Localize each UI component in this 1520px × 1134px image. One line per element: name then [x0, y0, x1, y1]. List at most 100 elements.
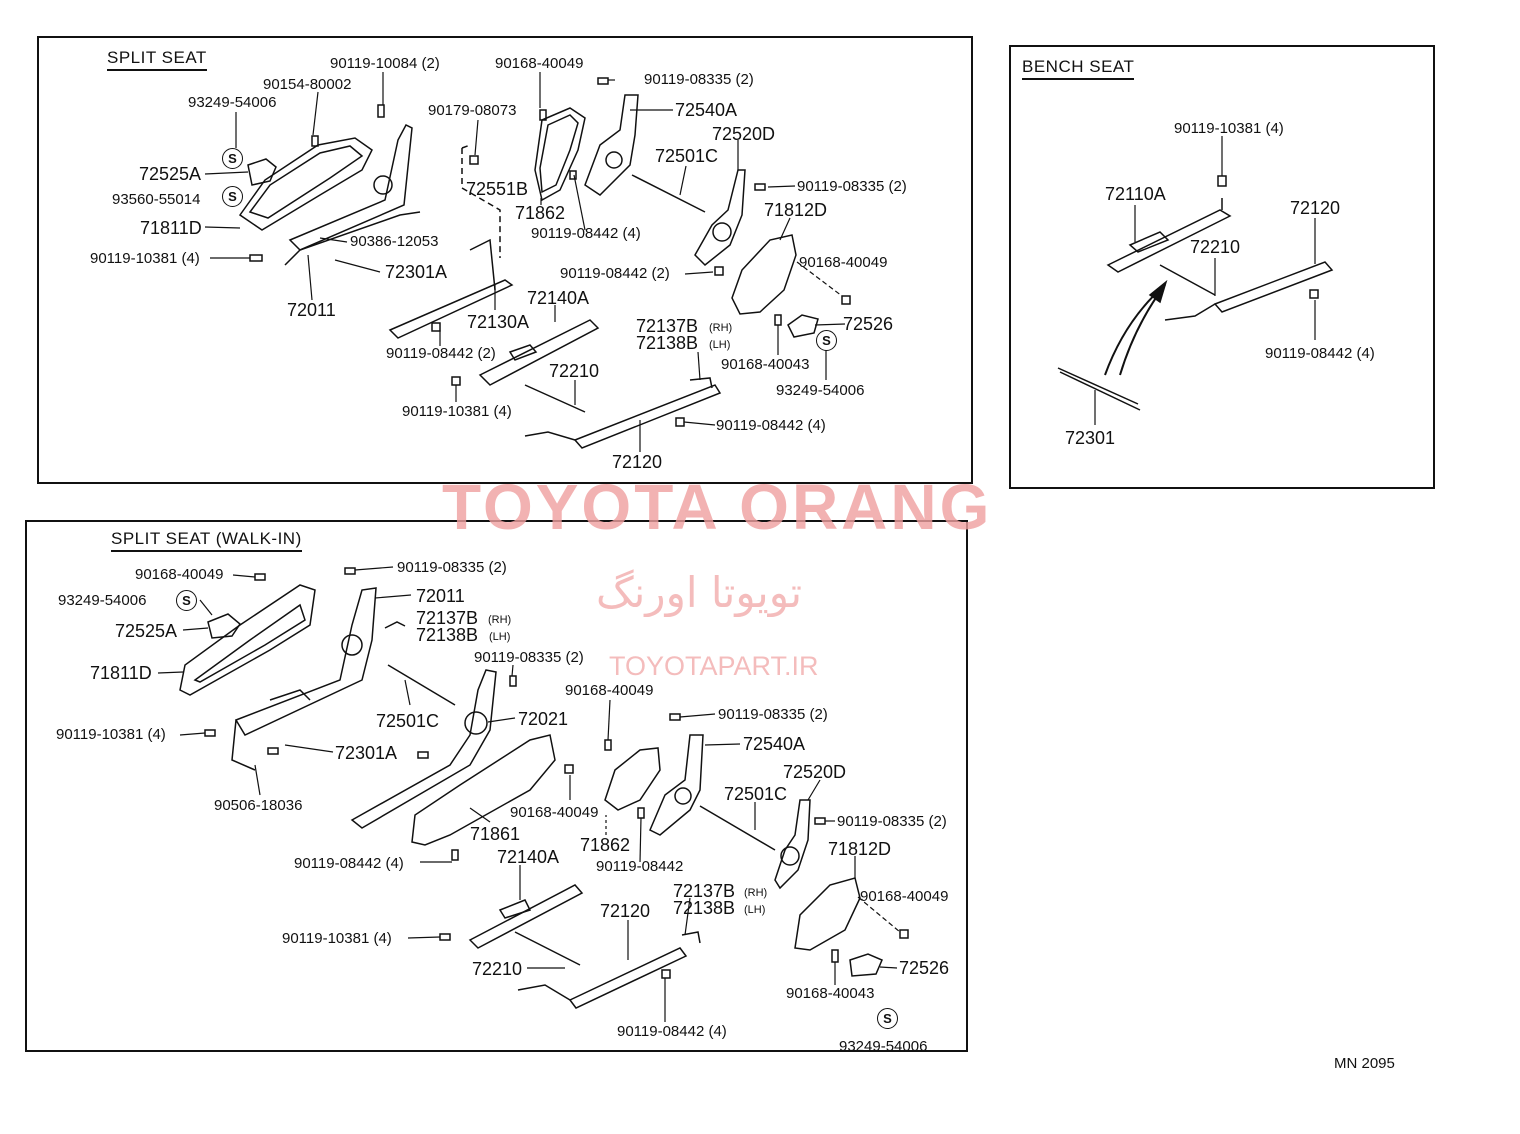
- part-label: 72540A: [743, 734, 806, 754]
- part-label: 72551B: [466, 179, 529, 199]
- part-label: 71812D: [828, 839, 892, 859]
- part-label: 93249-54006: [188, 94, 277, 111]
- part-label: 72011: [287, 300, 336, 320]
- part-label: 90119-08335 (2): [474, 649, 584, 666]
- part-label: 72138B: [636, 333, 699, 353]
- part-label: 90168-40049: [565, 682, 654, 699]
- part-label: 90168-40043: [786, 985, 875, 1002]
- part-label: 90119-10381 (4): [56, 726, 166, 743]
- part-label: 90119-08442 (4): [716, 417, 826, 434]
- part-label: 71861: [470, 824, 521, 844]
- part-label: 72137B: [636, 316, 699, 336]
- part-label: 90119-08442 (4): [294, 855, 404, 872]
- part-label: 90168-40049: [799, 254, 888, 271]
- part-label: (RH): [709, 322, 733, 334]
- watermark-persian: تویوتا اورنگ: [596, 568, 803, 617]
- part-label: 71862: [515, 203, 566, 223]
- part-label: 90386-12053: [350, 233, 439, 250]
- part-label: 72110A: [1105, 184, 1166, 204]
- part-label: 90119-08335 (2): [644, 71, 754, 88]
- part-label: 72301A: [385, 262, 448, 282]
- part-label: 72525A: [139, 164, 202, 184]
- walk-in-drawing: [179, 567, 909, 1009]
- part-label: 72540A: [675, 100, 738, 120]
- part-label: 72130A: [467, 312, 530, 332]
- part-label: 72520D: [783, 762, 847, 782]
- symbol-s: S: [877, 1008, 898, 1029]
- part-label: 90119-08335 (2): [397, 559, 507, 576]
- part-label: 90119-10381 (4): [90, 250, 200, 267]
- part-label: 72501C: [724, 784, 788, 804]
- part-label: (RH): [488, 614, 512, 626]
- part-label: 72526: [843, 314, 894, 334]
- part-label: 90168-40049: [510, 804, 599, 821]
- split-seat-frame: [37, 36, 973, 484]
- part-label: 72021: [518, 709, 569, 729]
- part-label: 72138B: [673, 898, 736, 918]
- part-label: 72526: [899, 958, 950, 978]
- part-label: 93249-54006: [776, 382, 865, 399]
- part-label: 90119-08442 (2): [386, 345, 496, 362]
- split-seat-leaders: [204, 72, 846, 452]
- part-label: 72011: [416, 586, 465, 606]
- diagram-code: MN 2095: [1334, 1055, 1395, 1072]
- part-label: 90168-40043: [721, 356, 810, 373]
- part-label: 90119-08335 (2): [837, 813, 947, 830]
- part-label: 72120: [1290, 198, 1341, 218]
- symbol-s: S: [222, 148, 243, 169]
- part-label: 71811D: [140, 218, 202, 238]
- watermark-site: TOYOTAPART.IR: [609, 651, 819, 681]
- bench-seat-frame: [1009, 45, 1435, 489]
- part-label: 90119-08442: [596, 858, 684, 875]
- part-label: 72520D: [712, 124, 776, 144]
- part-label: 72137B: [416, 608, 479, 628]
- symbol-s: S: [816, 330, 837, 351]
- part-label: 90179-08073: [428, 102, 517, 119]
- part-label: 90168-40049: [495, 55, 584, 72]
- part-label: 90154-80002: [263, 76, 352, 93]
- panel-title-split-seat-walk-in: SPLIT SEAT (WALK-IN): [111, 530, 302, 552]
- part-label: 72140A: [527, 288, 590, 308]
- panel-title-split-seat: SPLIT SEAT: [107, 49, 207, 71]
- part-label: 90119-10084 (2): [330, 55, 440, 72]
- symbol-s: S: [222, 186, 243, 207]
- part-label: 90119-08442 (4): [617, 1023, 727, 1040]
- part-label: 72137B: [673, 881, 736, 901]
- watermark-brand: TOYOTA ORANG: [442, 471, 993, 543]
- part-label: 93249-54006: [58, 592, 147, 609]
- part-label: 90119-10381 (4): [402, 403, 512, 420]
- part-label: (RH): [744, 887, 768, 899]
- part-label: 72138B: [416, 625, 479, 645]
- part-label: 90119-08335 (2): [718, 706, 828, 723]
- part-label: 72120: [600, 901, 651, 921]
- part-label: 72210: [549, 361, 600, 381]
- walk-in-frame: [25, 520, 968, 1052]
- symbol-s: S: [176, 590, 197, 611]
- part-label: 72140A: [497, 847, 560, 867]
- part-label: 72501C: [376, 711, 440, 731]
- part-label: 90506-18036: [214, 797, 303, 814]
- part-label: 90119-10381 (4): [282, 930, 392, 947]
- part-label: 71811D: [90, 663, 152, 683]
- part-label: 90168-40049: [860, 888, 949, 905]
- part-label: (LH): [744, 904, 766, 916]
- part-label: 72210: [1190, 237, 1241, 257]
- part-label: 71812D: [764, 200, 828, 220]
- bench-seat-drawing: [1057, 175, 1334, 411]
- part-label: 72501C: [655, 146, 719, 166]
- part-label: 72120: [612, 452, 663, 472]
- split-seat-drawing: [238, 77, 851, 449]
- part-label: 90119-08442 (2): [560, 265, 670, 282]
- part-label: 72301A: [335, 743, 398, 763]
- bench-seat-leaders: [1094, 136, 1316, 425]
- part-label: (LH): [489, 631, 511, 643]
- part-label: 93560-55014: [112, 191, 201, 208]
- walk-in-leaders: [157, 566, 901, 1022]
- part-label: 71862: [580, 835, 631, 855]
- part-label: 90119-08442 (4): [531, 225, 641, 242]
- panel-title-bench-seat: BENCH SEAT: [1022, 58, 1135, 80]
- part-label: (LH): [709, 339, 731, 351]
- part-label: 72301: [1065, 428, 1116, 448]
- part-label: 90168-40049: [135, 566, 224, 583]
